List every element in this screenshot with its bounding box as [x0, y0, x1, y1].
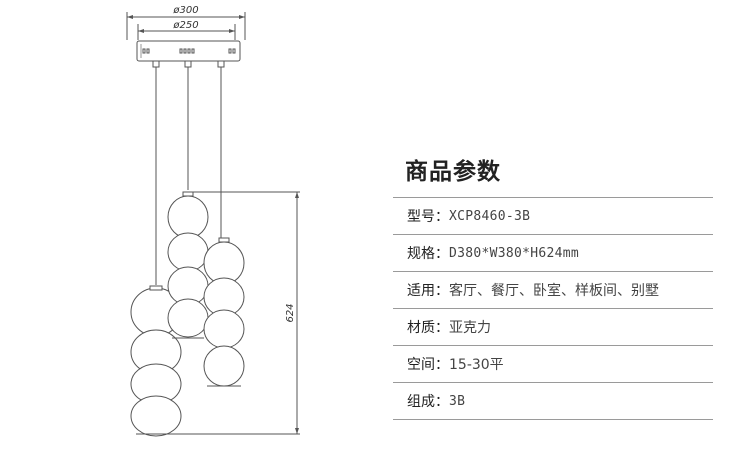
- spec-label: 空间: [407, 357, 435, 373]
- middle-pendant: [167, 191, 209, 339]
- divider: [393, 345, 713, 346]
- colon: ：: [435, 246, 449, 262]
- colon: ：: [435, 209, 449, 225]
- dim-outer-label: ø300: [172, 5, 198, 16]
- divider: [393, 382, 713, 383]
- spec-panel: 商品参数 型号：XCP8460-3B 规格：D380*W380*H624mm 适…: [393, 150, 713, 423]
- spec-value: 客厅、餐厅、卧室、样板间、别墅: [449, 283, 659, 299]
- dim-inner-label: ø250: [172, 20, 198, 31]
- spec-value: D380*W380*H624mm: [449, 245, 580, 261]
- left-pendant: [130, 285, 182, 437]
- right-pendant: [203, 237, 245, 387]
- colon: ：: [435, 394, 449, 410]
- spec-label: 适用: [407, 283, 435, 299]
- spec-value: 15-30平: [449, 357, 504, 373]
- divider: [393, 308, 713, 309]
- spec-label: 规格: [407, 246, 435, 262]
- colon: ：: [435, 283, 449, 299]
- spec-label: 材质: [407, 320, 435, 336]
- colon: ：: [435, 357, 449, 373]
- spec-title: 商品参数: [405, 159, 501, 185]
- divider: [393, 197, 713, 198]
- divider: [393, 419, 713, 420]
- spec-label: 型号: [407, 209, 435, 225]
- spec-value: 3B: [449, 393, 466, 409]
- spec-row-material: 材质：亚克力: [393, 312, 713, 342]
- spec-row-composition: 组成：3B: [393, 386, 713, 416]
- spec-row-space: 空间：15-30平: [393, 349, 713, 379]
- divider: [393, 234, 713, 235]
- spec-value: XCP8460-3B: [449, 208, 531, 224]
- technical-drawing: ø300 ø250 624: [126, 5, 300, 437]
- spec-label: 组成: [407, 394, 435, 410]
- spec-row-model: 型号：XCP8460-3B: [393, 201, 713, 231]
- dim-height-label: 624: [285, 303, 296, 322]
- spec-row-usage: 适用：客厅、餐厅、卧室、样板间、别墅: [393, 275, 713, 305]
- spec-value: 亚克力: [449, 320, 491, 336]
- divider: [393, 271, 713, 272]
- colon: ：: [435, 320, 449, 336]
- spec-row-size: 规格：D380*W380*H624mm: [393, 238, 713, 268]
